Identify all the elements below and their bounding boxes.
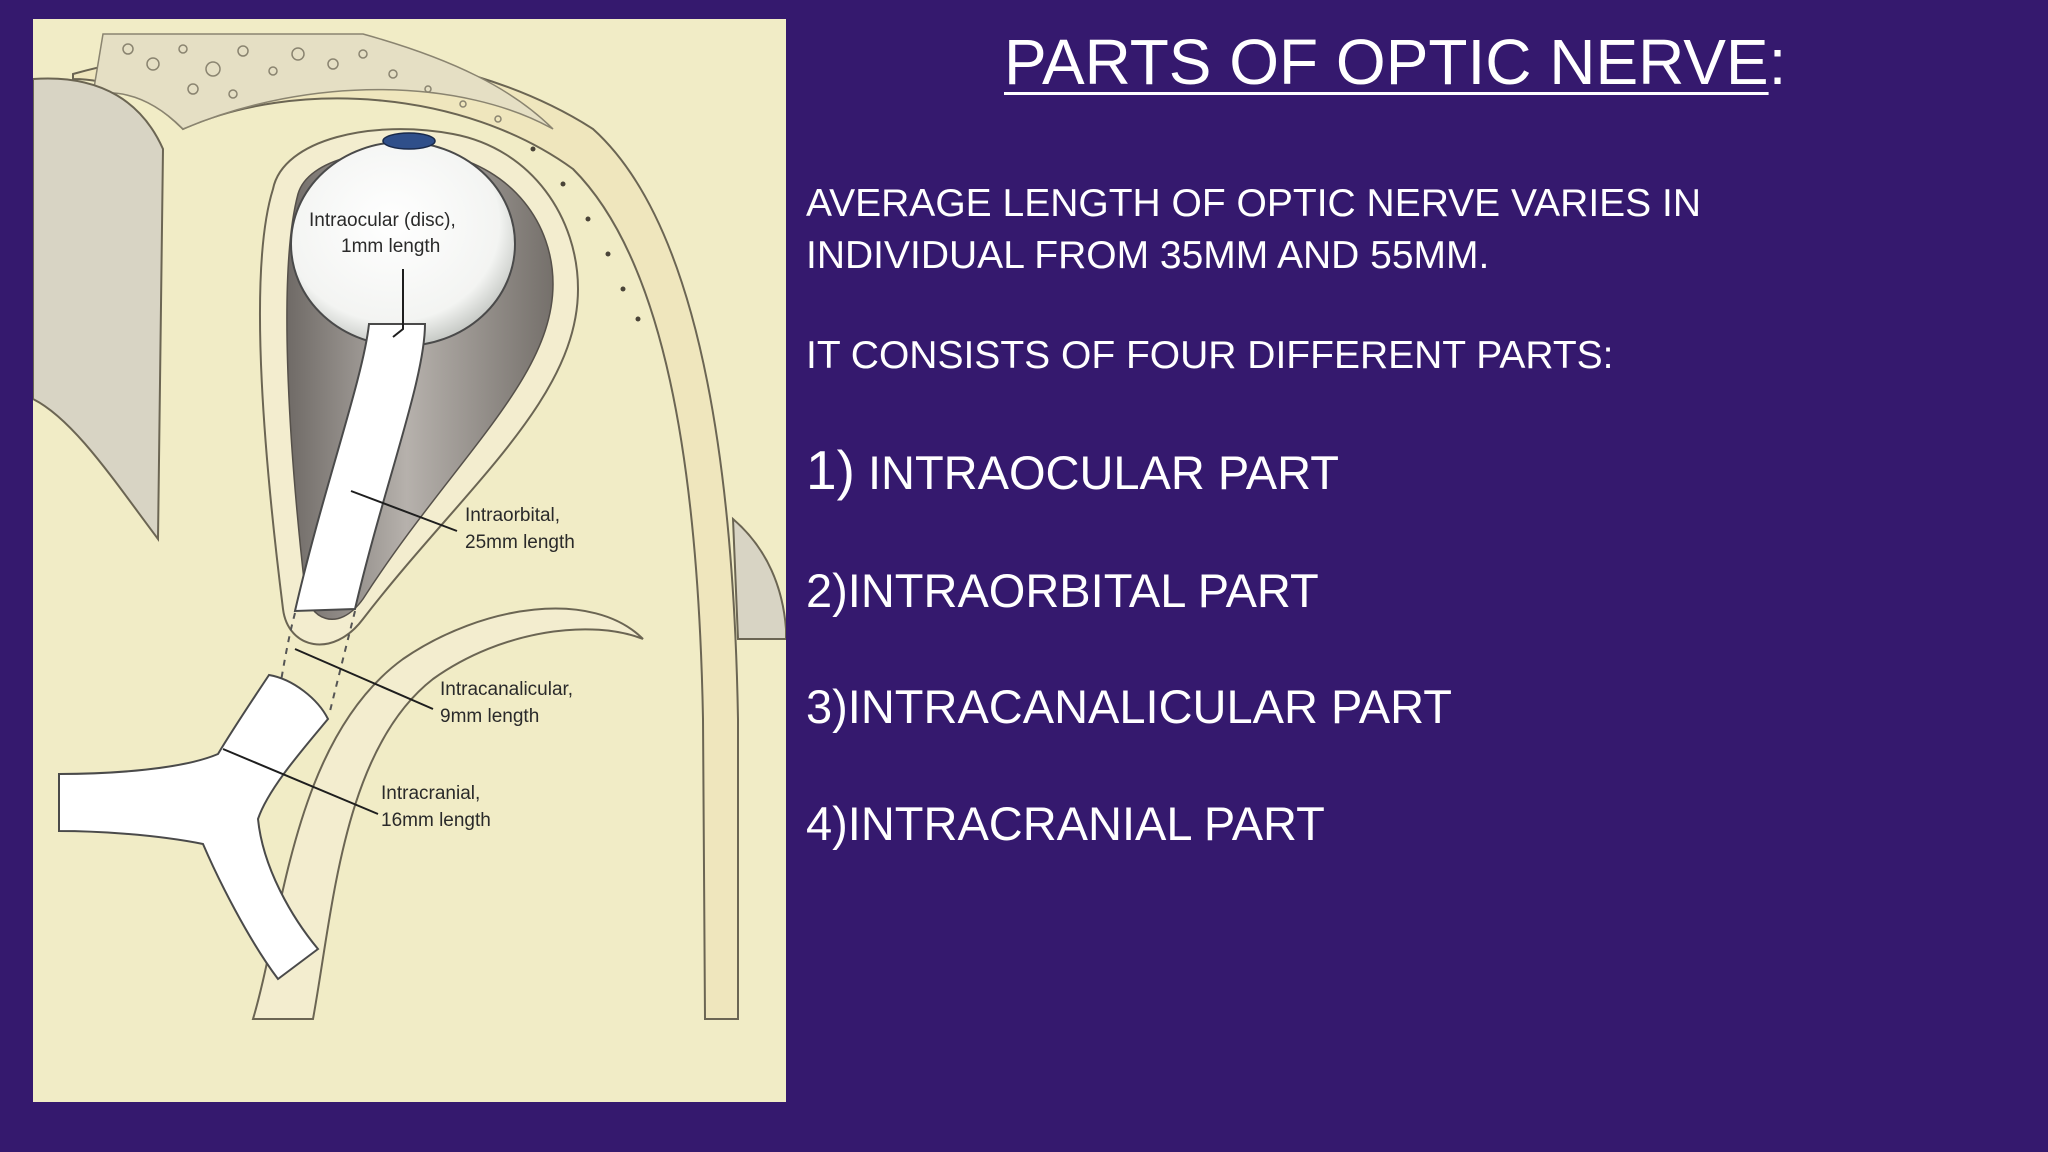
label-intracanalicular-line2: 9mm length [440,706,539,727]
part-label: INTRAOCULAR PART [854,446,1339,499]
label-intracranial-line2: 16mm length [381,810,491,831]
part-item-intracranial: 4)INTRACRANIAL PART [806,794,1325,854]
diagram-svg: Intraocular (disc), 1mm length Intraorbi… [33,19,786,1102]
optic-nerve-intracranial [58,673,330,981]
optic-nerve-diagram: Intraocular (disc), 1mm length Intraorbi… [33,19,786,1102]
part-label: INTRACANALICULAR PART [847,680,1452,733]
label-intraorbital-line1: Intraorbital, [465,505,560,526]
label-intraocular-line1: Intraocular (disc), [309,210,456,231]
slide-title: PARTS OF OPTIC NERVE: [1004,22,1904,102]
part-label: INTRACRANIAL PART [847,797,1325,850]
bone-pores [122,43,502,123]
cornea [382,132,436,150]
part-number: 3) [806,680,848,733]
intro-paragraph: AVERAGE LENGTH OF OPTIC NERVE VARIES IN … [806,178,1701,282]
part-label: INTRAORBITAL PART [847,564,1319,617]
part-number: 2) [806,564,848,617]
slide-title-colon: : [1768,26,1787,98]
bone-dots [530,146,641,322]
left-bone-wedge [33,77,165,542]
intro-line-1: AVERAGE LENGTH OF OPTIC NERVE VARIES IN [806,182,1702,225]
part-item-intraorbital: 2)INTRAORBITAL PART [806,561,1319,621]
label-intracranial-line1: Intracranial, [381,783,480,804]
part-number: 4) [806,797,848,850]
part-number: 1) [806,439,855,501]
label-intraorbital-line2: 25mm length [465,532,575,553]
label-intracanalicular-line1: Intracanalicular, [440,679,573,700]
optic-nerve-intraorbital [293,323,427,613]
slide-title-text: PARTS OF OPTIC NERVE [1004,26,1769,98]
part-item-intracanalicular: 3)INTRACANALICULAR PART [806,677,1452,737]
bone-wall [72,46,739,1020]
intro-line-2: INDIVIDUAL FROM 35MM AND 55MM. [806,234,1490,277]
optic-nerve-intracanalicular [277,610,356,712]
right-nub [731,516,786,640]
leader-lines [222,269,458,815]
parts-intro: IT CONSISTS OF FOUR DIFFERENT PARTS: [806,334,1614,377]
part-item-intraocular: 1) INTRAOCULAR PART [806,440,1339,503]
label-intraocular-line2: 1mm length [341,236,440,257]
cancellous-bone [92,33,554,130]
